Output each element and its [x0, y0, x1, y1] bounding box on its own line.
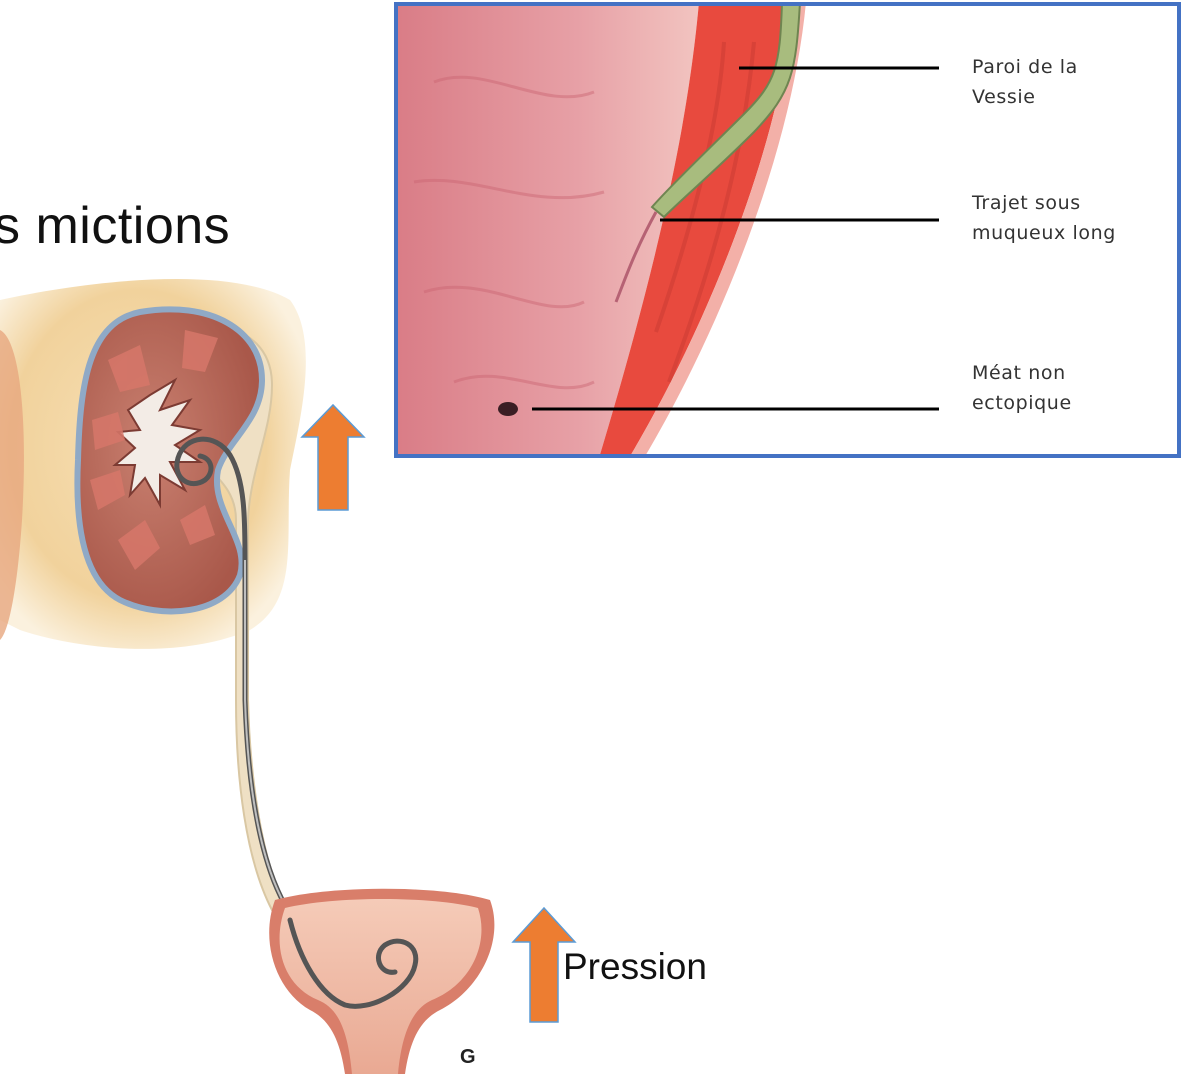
- ureteral-meatus: [498, 402, 518, 416]
- upper-pressure-arrow: [302, 405, 364, 510]
- vesicoureteral-inset: Paroi de la Vessie Trajet sous muqueux l…: [394, 2, 1181, 458]
- figure-letter: G: [460, 1046, 476, 1069]
- label-meatus: Méat non ectopique: [972, 358, 1072, 418]
- bladder-lumen: [280, 899, 482, 1074]
- label-bladder-wall: Paroi de la Vessie: [972, 52, 1078, 112]
- pressure-label: Pression: [563, 946, 707, 988]
- label-submucosal-tunnel: Trajet sous muqueux long: [972, 188, 1116, 248]
